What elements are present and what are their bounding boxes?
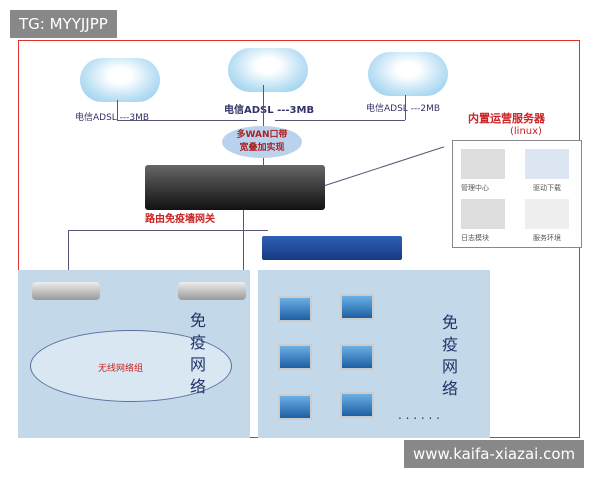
immune-label-right: 免疫网络 xyxy=(442,313,459,398)
more-ellipsis: . . . . . . xyxy=(398,408,440,422)
wan-line xyxy=(117,120,257,121)
wireless-router-icon xyxy=(32,282,100,300)
link-label-2: 电信ADSL ---3MB xyxy=(224,105,315,116)
module-thumb xyxy=(525,199,569,229)
wireless-router-icon xyxy=(178,282,246,300)
cloud-icon xyxy=(368,52,448,96)
immune-label-left: 免疫网络 xyxy=(190,311,207,396)
module-label: 驱动下载 xyxy=(533,184,561,192)
server-title: 内置运营服务器 xyxy=(468,112,545,125)
wan-line xyxy=(275,120,405,121)
gateway-device xyxy=(145,165,325,210)
wan-line xyxy=(117,100,118,120)
computer-icon xyxy=(340,294,374,320)
gateway-label: 路由免疫墙网关 xyxy=(145,214,215,225)
lan-line xyxy=(243,210,244,270)
cloud-icon xyxy=(80,58,160,102)
link-label-3: 电信ADSL ---2MB xyxy=(366,104,441,114)
link-label-1: 电信ADSL ---3MB xyxy=(75,113,150,123)
wan-line xyxy=(405,95,406,120)
server-panel: 管理中心 驱动下载 日志模块 服务环境 xyxy=(452,140,582,248)
module-label: 服务环境 xyxy=(533,234,561,242)
server-subtitle: (linux) xyxy=(510,126,542,137)
wan-bubble: 多WAN口带 宽叠加实现 xyxy=(222,126,302,158)
module-thumb xyxy=(461,199,505,229)
computer-icon xyxy=(278,394,312,420)
module-label: 日志模块 xyxy=(461,234,489,242)
computer-icon xyxy=(278,344,312,370)
lan-line xyxy=(68,230,69,275)
computer-icon xyxy=(340,344,374,370)
wan-bubble-line2: 宽叠加实现 xyxy=(239,143,285,153)
cloud-icon xyxy=(228,48,308,92)
watermark-bottom: www.kaifa-xiazai.com xyxy=(404,440,585,468)
watermark-top: TG: MYYJJPP xyxy=(10,10,117,38)
computer-icon xyxy=(340,392,374,418)
computer-icon xyxy=(278,296,312,322)
lan-line xyxy=(68,230,268,231)
module-thumb xyxy=(461,149,505,179)
wireless-label: 无线网络组 xyxy=(98,364,144,374)
switch-device xyxy=(262,236,402,260)
wireless-cloud xyxy=(30,330,232,402)
module-thumb xyxy=(525,149,569,179)
module-label: 管理中心 xyxy=(461,184,489,192)
wan-bubble-line1: 多WAN口带 xyxy=(236,130,288,140)
